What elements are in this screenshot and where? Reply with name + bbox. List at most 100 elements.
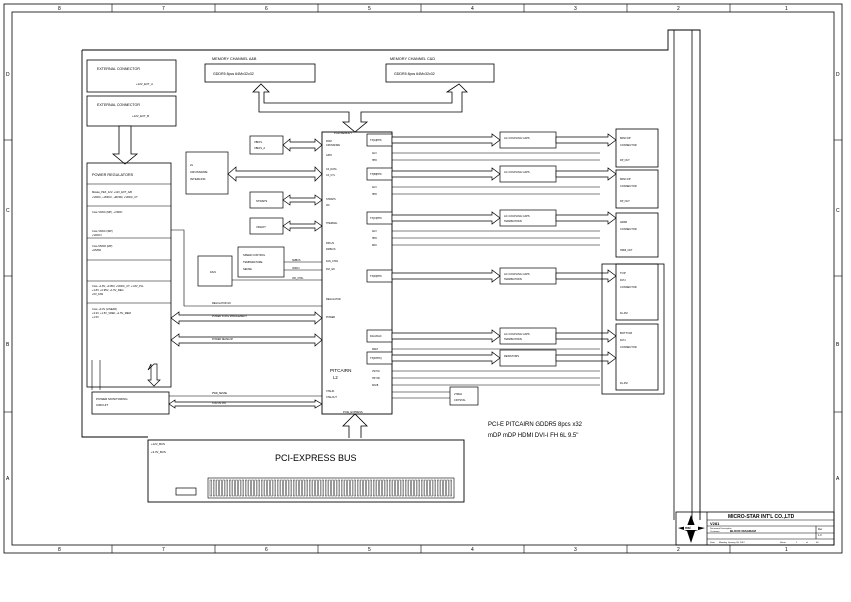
ext-connector-a-pin: +12V_EXT_A: [136, 82, 153, 86]
gpu-pin-label: REGULATOR: [326, 298, 341, 301]
sheet-total: 60: [816, 542, 819, 544]
mem-ab-chip: GDDR5 8pcs 64Mx32x32: [213, 72, 254, 76]
gpu-pin-label: CF_CTL: [326, 174, 336, 177]
sheet-inner-border: [11, 11, 835, 546]
speed-control-line3: SENSE: [243, 267, 252, 271]
gold-finger: [366, 479, 369, 497]
row-label: D: [6, 72, 10, 78]
port-signal: AUX: [372, 152, 377, 155]
gold-finger: [398, 479, 401, 497]
gold-finger: [389, 479, 392, 497]
reg-row-text: +MVDD: [92, 248, 101, 252]
gold-finger: [232, 479, 235, 497]
connector-title: MINI DP: [620, 177, 631, 181]
gold-finger: [280, 479, 283, 497]
caps-label: AC COUPLING CAPS: [504, 136, 530, 140]
gold-finger: [385, 479, 388, 497]
doc-title: BLOCK DIAGRAM: [730, 529, 756, 533]
gold-finger: [328, 479, 331, 497]
vbios-label: VBIOS: [254, 140, 262, 144]
gold-finger: [216, 479, 219, 497]
connector-pin: DP_OUT: [620, 159, 630, 162]
connector-pin: DL-DVI: [620, 312, 628, 315]
gpu-pin-label: CF_DATA: [326, 168, 337, 171]
mem-ab-label: MEMORY CHANNEL A&B: [212, 57, 257, 61]
power-monitor-line1: POWER MONITORING: [96, 397, 128, 401]
memory-channel-ab: [204, 63, 316, 83]
bus-label: VID_CTRL: [292, 277, 304, 280]
port-label: DAC/DAC: [370, 334, 382, 338]
row-label: A: [6, 476, 10, 482]
gold-finger: [395, 479, 398, 497]
sheet-of: of: [806, 542, 808, 544]
lane-arrow: [391, 167, 501, 181]
gold-finger: [382, 479, 385, 497]
gold-finger: [341, 479, 344, 497]
gold-finger: [302, 479, 305, 497]
pcie-key-notch: [175, 487, 197, 496]
fan-label: FAN: [210, 270, 216, 274]
gold-finger: [305, 479, 308, 497]
crossfire-block: [185, 151, 229, 195]
connector-title: BOTTOM: [620, 331, 633, 335]
gold-finger: [318, 479, 321, 497]
vbios-sub: VBIOS_A: [254, 146, 265, 150]
title-block: msi MICRO-STAR INT'L CO.,LTD V281 Docume…: [675, 511, 835, 546]
gpu-pin-label: GPIO: [326, 154, 332, 157]
reg-row-text: Mstate_PEX_12V, +12V_EXT_A/B: [92, 190, 132, 194]
gold-finger: [344, 479, 347, 497]
power-regulators-title: POWER REGULATORS: [92, 173, 134, 177]
gold-finger: [248, 479, 251, 497]
lane-arrow: [555, 351, 617, 365]
reg-row-text: +VDDC, +VDDCI, +MVDD, +VDDC_CT: [92, 195, 138, 199]
col-label: 1: [785, 6, 788, 12]
gpu-pin-label: XTALIN: [326, 390, 334, 393]
gold-finger: [289, 479, 292, 497]
port-signal: HPD: [372, 238, 377, 240]
gold-finger: [443, 479, 446, 497]
port-label: TX[D]PPK: [370, 274, 382, 278]
gold-finger: [353, 479, 356, 497]
gold-finger: [363, 479, 366, 497]
gold-finger: [225, 479, 228, 497]
ac-coupling-caps: [499, 349, 557, 367]
connector-pin: HDMI_OUT: [620, 249, 633, 252]
straps-label: STRAPS: [256, 199, 267, 203]
gpu-bottom-label: PCIE_EXPRESS: [343, 410, 363, 414]
caption-line2: mDP mDP HDMI DVI-I FH 6L 9.5": [488, 433, 578, 439]
gold-finger: [449, 479, 452, 497]
reg-row-text: Core MVDD (MP): [92, 244, 112, 248]
crossfire-line3: INTERLINK: [190, 177, 206, 181]
port-label: TX[FPPK]: [370, 356, 382, 360]
power-monitor-line2: CIRCUIT: [96, 403, 108, 407]
gold-finger: [277, 479, 280, 497]
gold-finger: [212, 479, 216, 497]
connector-sub: DVI-I: [620, 278, 626, 282]
connector-title: HDMI: [620, 220, 627, 224]
gold-finger: [235, 479, 238, 497]
connector-sub: CONNECTOR: [620, 184, 637, 188]
gpu-pin-label: XTALOUT: [326, 396, 337, 399]
row-label: A: [836, 476, 840, 482]
customer-label: Customer: [710, 530, 720, 533]
gpu-pin-label: STRAPS: [326, 198, 336, 201]
caps-label: AC COUPLING CAPS: [504, 214, 530, 218]
gold-finger: [241, 479, 244, 497]
col-label: 1: [785, 547, 788, 553]
gold-finger: [401, 479, 404, 497]
gold-finger: [424, 479, 427, 497]
gold-finger: [433, 479, 436, 497]
terminations-label: TERMINATIONS: [504, 278, 522, 281]
gold-finger: [446, 479, 449, 497]
bus-label: SMBUS: [292, 259, 301, 262]
port-signal: VSYNC: [372, 371, 380, 373]
gold-finger: [321, 479, 324, 497]
col-label: 4: [471, 6, 474, 12]
lane-arrow: [391, 351, 501, 365]
col-label: 2: [677, 6, 680, 12]
port-signal: AUX: [372, 186, 377, 189]
gold-finger: [267, 479, 270, 497]
pci-express-bus: [147, 439, 465, 503]
output-connector: [615, 263, 659, 321]
gold-finger: [309, 479, 312, 497]
